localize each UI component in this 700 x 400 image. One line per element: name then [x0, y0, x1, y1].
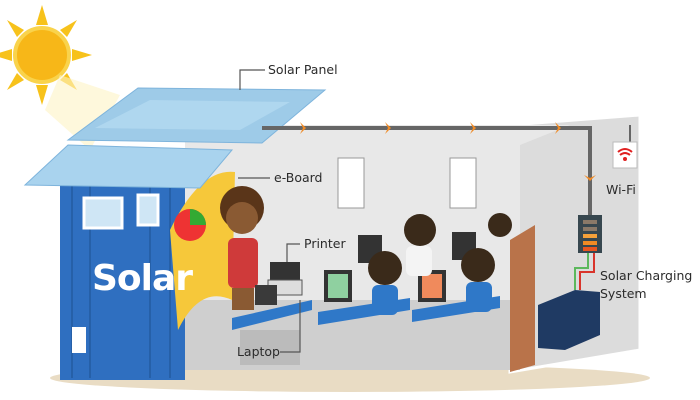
laptops: [255, 232, 476, 305]
sun-beam: [45, 75, 120, 150]
cable-arrows: [300, 122, 596, 181]
students: [368, 213, 512, 315]
solar-logo: Solar: [92, 258, 193, 299]
solar-panels: [23, 87, 327, 189]
window: [449, 157, 477, 209]
wifi-icon: [612, 125, 638, 169]
door: [510, 225, 535, 372]
charge-controller: [574, 215, 602, 290]
label-laptop: Laptop: [236, 344, 280, 359]
label-solar-charging-line2: System: [600, 286, 647, 301]
desk-base: [240, 330, 300, 365]
power-cable: [262, 126, 592, 215]
container-window: [82, 196, 124, 230]
label-e-board: e-Board: [274, 170, 323, 185]
printer: [270, 262, 300, 280]
label-solar-charging-line1: Solar Charging: [600, 268, 693, 283]
ground-shadow: [50, 364, 650, 392]
label-solar-panel: Solar Panel: [268, 62, 338, 77]
window: [337, 157, 365, 209]
container-sign: [72, 327, 86, 353]
label-wifi: Wi-Fi: [606, 182, 636, 197]
label-printer: Printer: [304, 236, 346, 251]
batteries: [538, 290, 600, 350]
leader-lines: [238, 69, 301, 353]
teacher: [220, 186, 264, 310]
container-window: [136, 193, 160, 227]
